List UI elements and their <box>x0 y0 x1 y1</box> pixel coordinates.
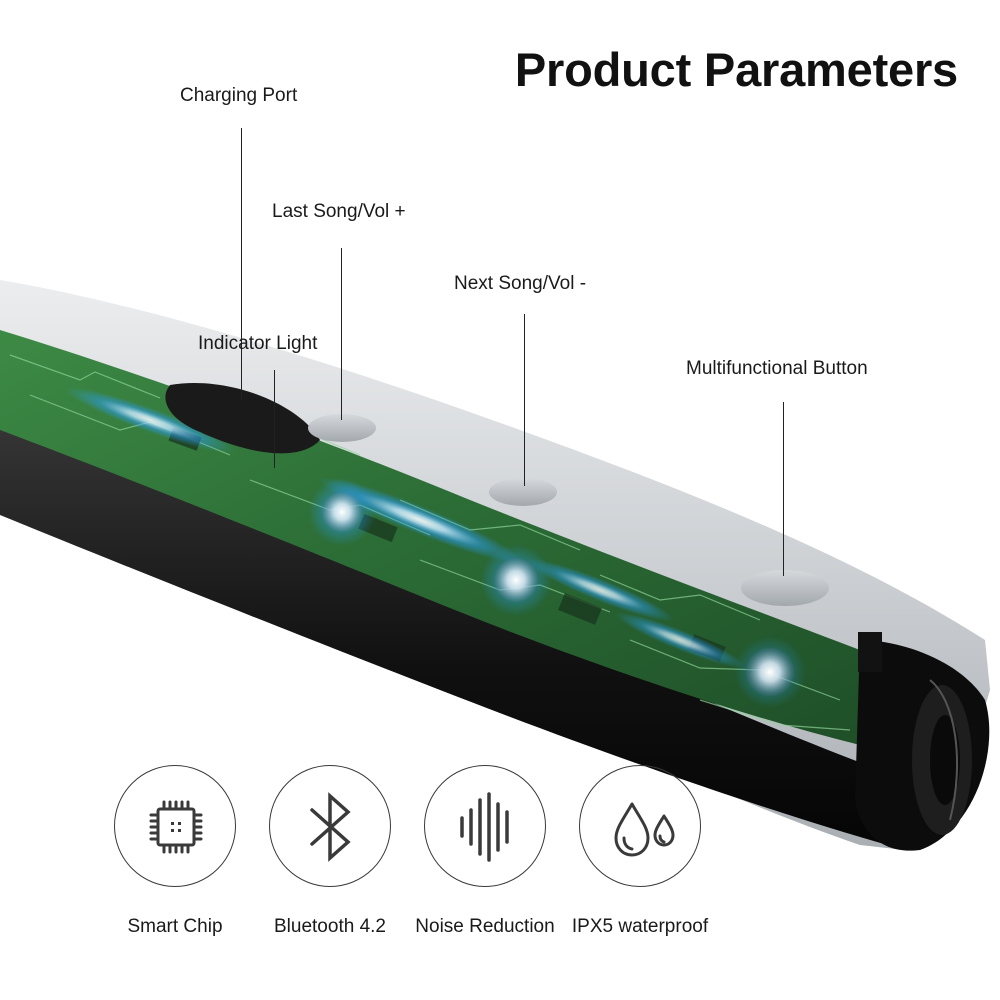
feature-label: Smart Chip <box>127 916 223 937</box>
sound-wave-icon <box>460 792 509 862</box>
feature-noise-reduction: Noise Reduction <box>400 765 570 939</box>
feature-ring <box>579 765 701 887</box>
callout-label-charging-port: Charging Port <box>180 85 298 106</box>
feature-smart-chip: Smart Chip <box>90 765 260 939</box>
feature-label: IPX5 waterproof <box>571 916 709 937</box>
leader-line-indicator-light <box>274 370 276 468</box>
last-song-button <box>308 414 376 442</box>
callout-label-multifunctional-button: Multifunctional Button <box>686 358 868 379</box>
next-song-button <box>489 478 557 506</box>
feature-label: Bluetooth 4.2 <box>274 916 386 937</box>
leader-line-multifunctional-button <box>783 402 785 576</box>
feature-bluetooth: Bluetooth 4.2 <box>245 765 415 939</box>
feature-label: Noise Reduction <box>415 916 555 937</box>
callout-label-last-song: Last Song/Vol + <box>272 201 406 222</box>
chip-icon <box>149 800 203 854</box>
feature-waterproof: IPX5 waterproof <box>555 765 725 939</box>
water-drops-icon <box>614 802 675 857</box>
charging-port-slot <box>165 383 320 454</box>
feature-ring <box>114 765 236 887</box>
callout-label-next-song: Next Song/Vol - <box>454 273 587 294</box>
leader-line-charging-port <box>241 128 243 400</box>
multifunctional-button-shape <box>741 570 829 606</box>
bluetooth-icon <box>310 792 351 862</box>
feature-ring <box>424 765 546 887</box>
callout-label-indicator-light: Indicator Light <box>198 333 318 354</box>
leader-line-next-song <box>524 314 526 486</box>
page-title: Product Parameters <box>514 43 958 96</box>
leader-line-last-song <box>341 248 343 420</box>
feature-ring <box>269 765 391 887</box>
